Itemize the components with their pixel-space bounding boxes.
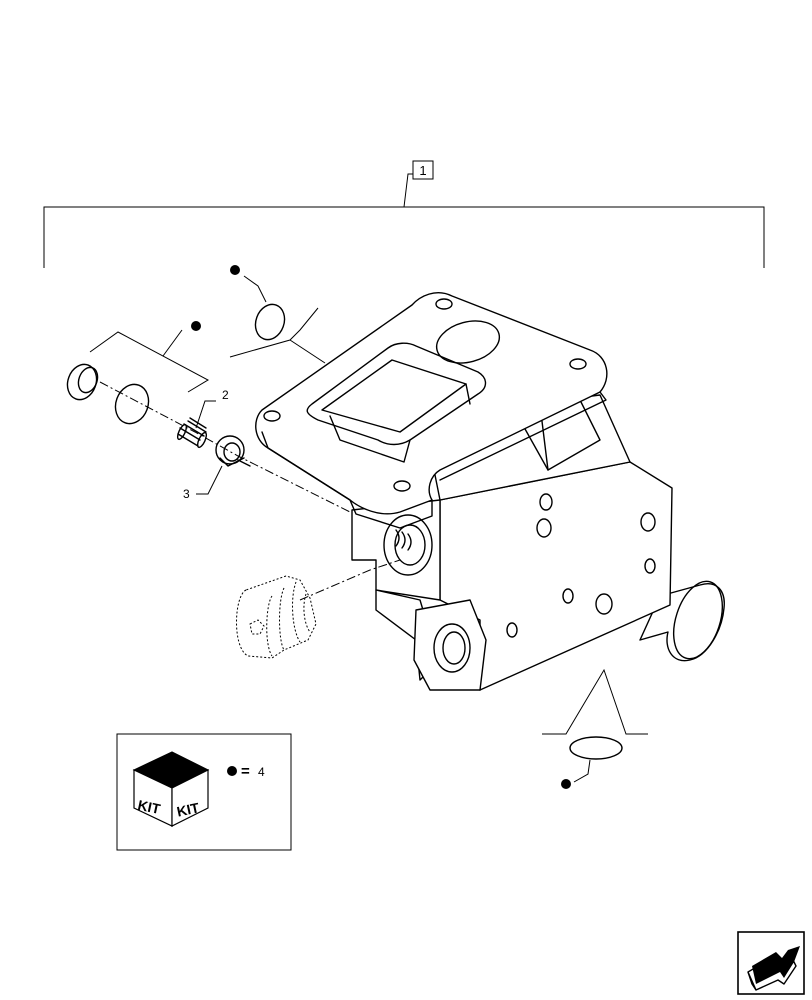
- kit-label-right: KIT: [175, 799, 201, 819]
- callout-2-label[interactable]: 2: [222, 388, 229, 402]
- seal-washer: [66, 363, 99, 401]
- kit-marker-bottom: [542, 668, 648, 789]
- kit-marker-left: [89, 321, 210, 393]
- kit-bullet: [227, 766, 237, 776]
- kit-ref-label: 4: [258, 765, 265, 779]
- callout-3-label[interactable]: 3: [183, 487, 190, 501]
- valve-housing: [255, 292, 725, 691]
- kit-legend: KIT KIT = 4: [116, 733, 292, 851]
- plug-centerline: [299, 559, 401, 601]
- poppet: [215, 435, 251, 467]
- assembly-bracket: [43, 173, 765, 268]
- kit-equals: =: [241, 763, 250, 780]
- kit-marker-top: [229, 265, 326, 364]
- spring: [176, 417, 208, 449]
- plug: [236, 575, 317, 659]
- kit-box-icon: KIT KIT: [132, 751, 210, 827]
- callout-1[interactable]: 1: [412, 160, 434, 180]
- o-ring-left: [114, 383, 150, 425]
- kit-label-left: KIT: [136, 797, 162, 817]
- callout-1-label: 1: [419, 163, 426, 178]
- next-page-arrow-icon[interactable]: [737, 931, 805, 995]
